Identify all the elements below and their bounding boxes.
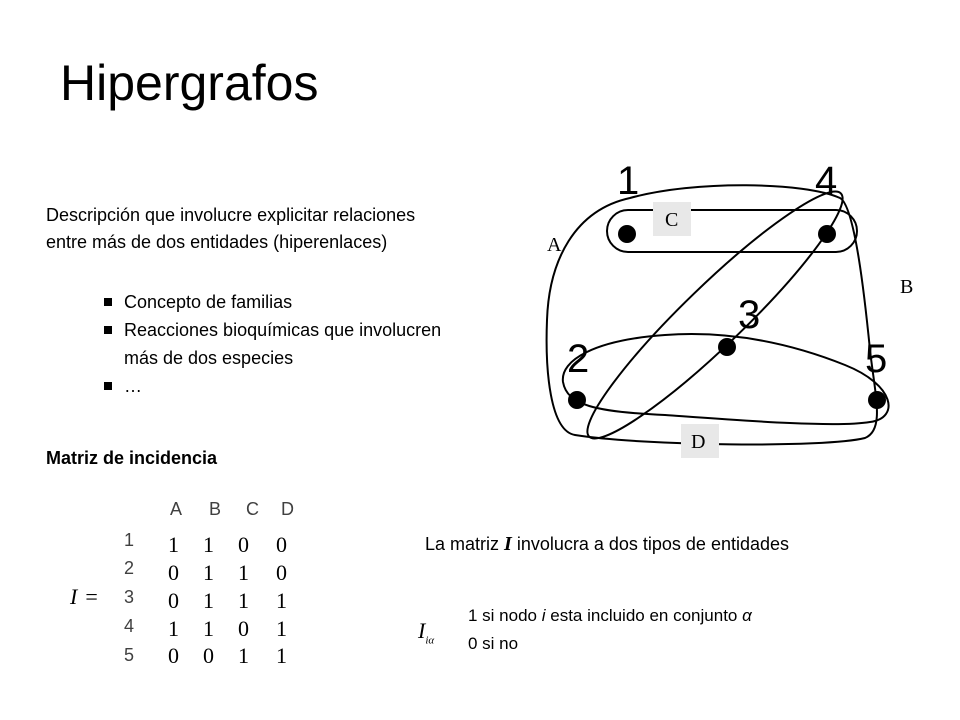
bullet-item: Concepto de familias	[104, 288, 464, 316]
definition-text: 1 si nodo	[468, 606, 542, 625]
matrix-cell: 0	[168, 560, 179, 585]
matrix-cell: 1	[238, 643, 249, 668]
hyperedge-d	[561, 333, 890, 426]
node-label-2: 2	[567, 337, 589, 381]
matrix-cell: 1	[203, 588, 214, 613]
node-label-4: 4	[815, 159, 837, 203]
matrix-cell: 1	[276, 588, 287, 613]
matrix-cell: 1	[276, 643, 287, 668]
matrix-cell: 1	[203, 616, 214, 641]
matrix-column-header: D	[281, 499, 294, 519]
matrix-row-header: 5	[124, 645, 135, 665]
definition-symbol: Iiα	[418, 618, 434, 646]
matrix-lhs: I=	[70, 584, 98, 610]
node-dot-5	[868, 391, 886, 409]
description-text: Descripción que involucre explicitar rel…	[46, 205, 416, 252]
set-label-d-box	[681, 424, 719, 458]
matrix-cell: 1	[276, 616, 287, 641]
matrix-cell: 0	[238, 532, 249, 557]
square-bullet-icon	[104, 326, 112, 334]
matrix-cell: 0	[168, 643, 179, 668]
matrix-cell: 1	[168, 616, 179, 641]
definition-var: α	[742, 606, 752, 625]
set-label-a: A	[547, 234, 562, 256]
matrix-cell: 0	[168, 588, 179, 613]
matrix-cell: 1	[203, 560, 214, 585]
bullet-item: …	[104, 372, 464, 400]
set-label-c: C	[665, 209, 678, 231]
node-dot-2	[568, 391, 586, 409]
hyperedge-c	[606, 209, 858, 253]
matrix-note: La matriz I involucra a dos tipos de ent…	[425, 533, 789, 556]
definition-symbol-subscript: iα	[425, 634, 435, 647]
node-dot-4	[818, 225, 836, 243]
matrix-cell: 0	[203, 643, 214, 668]
matrix-symbol: I	[70, 584, 78, 609]
definition-var: i	[541, 606, 546, 625]
hyperedge-a	[545, 184, 878, 446]
node-label-5: 5	[865, 337, 887, 381]
node-label-3: 3	[738, 293, 760, 337]
matrix-cell: 0	[276, 560, 287, 585]
bullet-item: Reacciones bioquímicas que involucren má…	[104, 316, 464, 372]
note-symbol: I	[504, 533, 512, 555]
matrix-cell: 1	[238, 588, 249, 613]
bullet-list: Concepto de familias Reacciones bioquími…	[104, 288, 464, 400]
equals-sign: =	[85, 584, 98, 609]
bullet-text: Reacciones bioquímicas que involucren má…	[124, 320, 442, 368]
matrix-column-header: C	[246, 499, 259, 519]
hyperedge-b	[586, 190, 844, 440]
matrix-cell: 1	[168, 532, 179, 557]
matrix-row-header: 3	[124, 587, 135, 607]
set-label-d: D	[691, 431, 705, 453]
matrix-column-header: B	[209, 499, 222, 519]
set-label-b: B	[900, 276, 913, 298]
definition-line-1: 1 si nodo i esta incluido en conjunto α	[468, 606, 752, 626]
bullet-text: Concepto de familias	[124, 292, 293, 312]
matrix-column-header: A	[170, 499, 183, 519]
node-label-1: 1	[617, 159, 639, 203]
matrix-cell: 0	[238, 616, 249, 641]
definition-line-2: 0 si no	[468, 634, 519, 653]
square-bullet-icon	[104, 382, 112, 390]
matrix-row-header: 4	[124, 616, 135, 636]
matrix-cell: 0	[276, 532, 287, 557]
hypergraph-diagram: C A B D 1 4 3 2 5	[545, 159, 913, 458]
matrix-cell: 1	[238, 560, 249, 585]
matrix-cell: 1	[203, 532, 214, 557]
matrix-title: Matriz de incidencia	[46, 448, 218, 468]
definition-symbol-base: I	[418, 618, 426, 643]
note-suffix: involucra a dos tipos de entidades	[511, 534, 790, 554]
set-label-c-box	[653, 202, 691, 236]
square-bullet-icon	[104, 298, 112, 306]
definition-text: esta incluido en conjunto	[545, 606, 743, 625]
node-dot-1	[618, 225, 636, 243]
slide-title: Hipergrafos	[60, 55, 319, 111]
matrix-row-header: 2	[124, 558, 135, 578]
matrix-row-header: 1	[124, 530, 135, 550]
node-dot-3	[718, 338, 736, 356]
note-prefix: La matriz	[425, 534, 505, 554]
bullet-text: …	[124, 376, 142, 396]
